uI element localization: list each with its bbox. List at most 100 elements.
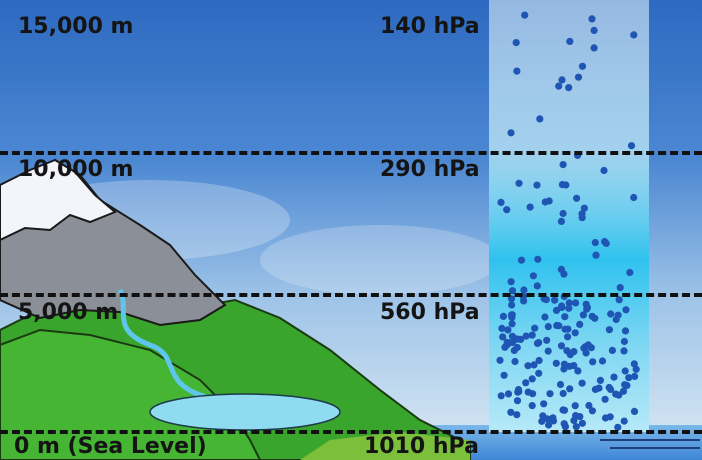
molecule-dot: [612, 315, 620, 324]
molecule-dot: [557, 217, 566, 225]
molecule-dot: [526, 203, 534, 211]
molecule-dot: [591, 314, 599, 322]
molecule-dot: [552, 359, 560, 367]
molecule-dot: [512, 335, 520, 343]
molecule-dot: [524, 362, 532, 370]
molecule-dot: [513, 397, 522, 405]
molecule-dot: [528, 331, 536, 339]
molecule-dot: [590, 44, 598, 52]
molecule-dot: [536, 115, 544, 123]
molecule-dot: [584, 341, 592, 349]
molecule-dot: [513, 67, 521, 75]
molecule-dot: [544, 347, 552, 355]
molecule-dot: [588, 407, 597, 415]
molecule-dot: [503, 338, 511, 346]
molecule-dot: [562, 181, 570, 189]
molecule-dot: [582, 349, 590, 357]
molecule-dot: [591, 385, 600, 393]
altitude-label-sea-level: 0 m (Sea Level): [14, 434, 207, 459]
molecule-dot: [598, 357, 607, 365]
molecule-dot: [627, 142, 636, 150]
molecule-dot: [510, 346, 518, 355]
molecule-dot: [520, 286, 528, 294]
molecule-dot: [620, 347, 628, 355]
molecule-dot: [499, 312, 507, 320]
lake: [149, 393, 341, 431]
molecule-dot: [533, 181, 541, 189]
molecule-dot: [621, 327, 630, 335]
molecule-dot: [579, 311, 588, 319]
snow-cap: [0, 158, 117, 242]
molecule-dot: [625, 374, 633, 382]
molecule-dot: [543, 336, 551, 344]
molecule-dot: [507, 408, 515, 416]
molecule-dot: [558, 76, 566, 84]
molecule-dot: [615, 296, 623, 304]
altitude-label-10000: 10,000 m: [18, 157, 134, 182]
molecule-dot: [561, 423, 570, 431]
molecule-dot: [503, 206, 511, 214]
molecule-dot: [601, 414, 610, 422]
molecule-dot: [600, 166, 608, 175]
molecule-dot: [578, 419, 587, 427]
molecule-dot: [620, 417, 628, 425]
molecule-dot: [621, 381, 629, 389]
molecule-dot: [504, 390, 513, 398]
molecule-dot: [544, 323, 552, 331]
molecule-dot: [507, 278, 515, 286]
molecule-dot: [522, 332, 530, 340]
molecule-dot: [564, 333, 572, 341]
molecule-dot: [565, 304, 573, 312]
pressure-label-140: 140 hPa: [380, 14, 480, 39]
molecule-dot: [630, 193, 638, 202]
molecule-dot: [559, 209, 567, 218]
molecule-dot: [546, 390, 554, 398]
molecule-dot: [497, 392, 505, 400]
molecule-dot: [590, 26, 598, 34]
molecule-dot: [508, 301, 516, 309]
molecule-dot: [574, 73, 583, 81]
molecule-dot: [608, 346, 617, 354]
molecule-dot: [531, 324, 539, 332]
molecule-dot: [574, 367, 582, 375]
molecule-dot: [508, 287, 517, 295]
molecule-dot: [539, 412, 547, 420]
molecule-dot: [524, 388, 532, 396]
molecule-dot: [585, 401, 593, 410]
molecule-dot: [605, 383, 613, 392]
molecule-dot: [517, 256, 526, 264]
molecule-dot: [496, 356, 504, 364]
molecule-dot: [557, 342, 566, 350]
molecule-dot: [616, 284, 624, 292]
molecule-dot: [535, 356, 543, 365]
molecule-dot: [614, 423, 622, 431]
pressure-label-1010: 1010 hPa: [364, 434, 479, 459]
molecule-dot: [535, 369, 543, 377]
molecule-dot: [630, 360, 638, 368]
molecule-dot: [535, 339, 543, 347]
molecule-dot: [571, 329, 579, 337]
molecule-dot: [504, 326, 512, 334]
molecule-dot: [555, 82, 563, 90]
molecule-dot: [541, 198, 549, 206]
molecule-dot: [631, 372, 639, 380]
molecule-dot: [580, 204, 589, 212]
molecule-dot: [610, 373, 618, 381]
cloud: [260, 225, 500, 295]
molecule-dot: [582, 300, 590, 308]
molecule-dot: [561, 325, 569, 333]
molecule-dot: [588, 15, 596, 23]
molecule-dot: [507, 129, 515, 137]
molecule-dot: [601, 395, 609, 403]
molecule-dot: [559, 161, 567, 169]
molecule-dot: [512, 39, 520, 47]
molecule-dot: [620, 337, 629, 346]
molecule-dot: [559, 389, 567, 398]
molecule-dot: [570, 416, 578, 425]
molecule-dot: [578, 379, 586, 387]
molecule-dot: [513, 411, 521, 419]
molecule-dot: [514, 386, 523, 394]
molecule-dot: [549, 414, 557, 422]
molecule-dot: [592, 251, 600, 259]
